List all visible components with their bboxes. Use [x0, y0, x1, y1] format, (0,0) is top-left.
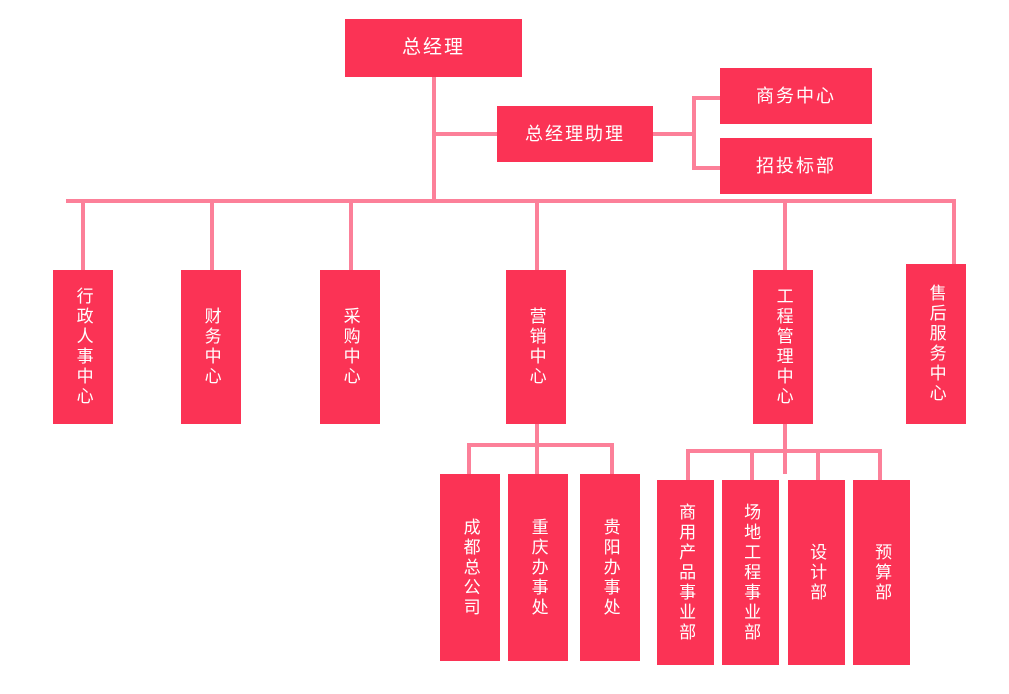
connector-drop-commercial-products	[686, 449, 690, 480]
node-after-sales-service-center[interactable]: 售后服务中心	[906, 264, 966, 424]
connector-engineering-sub-bus	[686, 449, 882, 453]
connector-main-bus	[66, 199, 956, 203]
node-guiyang-office[interactable]: 贵阳办事处	[580, 474, 640, 661]
connector-to-business-center	[692, 96, 722, 100]
connector-assistant-branch-riser	[692, 96, 696, 166]
node-bidding-dept[interactable]: 招投标部	[720, 138, 872, 194]
connector-drop-marketing	[535, 199, 539, 270]
node-general-manager[interactable]: 总经理	[345, 19, 522, 77]
connector-drop-engineering	[783, 199, 787, 270]
node-site-engineering-division[interactable]: 场地工程事业部	[722, 480, 779, 665]
node-purchasing-center[interactable]: 采购中心	[320, 270, 380, 424]
connector-assistant-right-stub	[653, 132, 694, 136]
connector-drop-budget-dept	[878, 449, 882, 480]
node-admin-hr-center[interactable]: 行政人事中心	[53, 270, 113, 424]
node-commercial-products-division[interactable]: 商用产品事业部	[657, 480, 714, 665]
node-engineering-management-center[interactable]: 工程管理中心	[753, 270, 813, 424]
connector-drop-chongqing	[535, 443, 539, 474]
connector-to-bidding-dept	[692, 166, 722, 170]
node-marketing-center[interactable]: 营销中心	[506, 270, 566, 424]
node-finance-center[interactable]: 财务中心	[181, 270, 241, 424]
node-business-center[interactable]: 商务中心	[720, 68, 872, 124]
connector-gm-stem	[432, 77, 436, 199]
connector-drop-guiyang	[610, 443, 614, 474]
connector-drop-design-dept	[816, 449, 820, 480]
node-chongqing-office[interactable]: 重庆办事处	[508, 474, 568, 661]
node-chengdu-head-office[interactable]: 成都总公司	[440, 474, 500, 661]
node-budget-dept[interactable]: 预算部	[853, 480, 910, 665]
connector-drop-purchasing	[349, 199, 353, 270]
connector-drop-admin-hr	[81, 199, 85, 270]
connector-drop-after-sales	[952, 199, 956, 270]
connector-drop-chengdu	[467, 443, 471, 474]
connector-drop-site-engineering	[750, 449, 754, 480]
connector-gm-to-assistant	[432, 132, 499, 136]
node-design-dept[interactable]: 设计部	[788, 480, 845, 665]
connector-marketing-sub-bus	[467, 443, 614, 447]
connector-drop-finance	[210, 199, 214, 270]
node-gm-assistant[interactable]: 总经理助理	[497, 106, 653, 162]
